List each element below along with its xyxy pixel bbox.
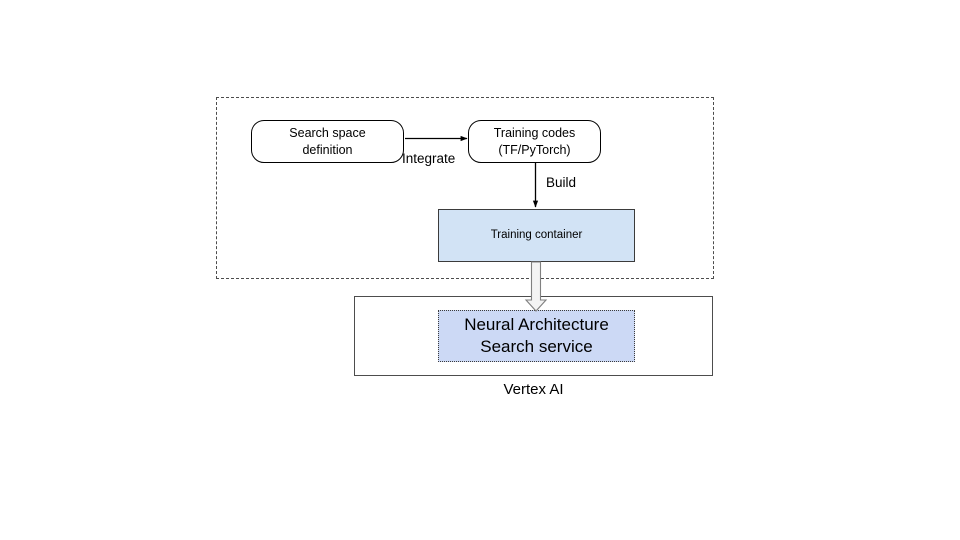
edge-label-integrate: Integrate: [402, 151, 456, 166]
node-training-codes-label-line2: (TF/PyTorch): [498, 142, 571, 157]
node-search-space-definition[interactable]: Search space definition: [251, 120, 404, 163]
dashed-group-container: [216, 97, 714, 279]
vertex-ai-caption: Vertex AI: [503, 381, 564, 398]
node-search-space-label-line2: definition: [302, 142, 353, 157]
node-neural-architecture-search-service[interactable]: Neural Architecture Search service: [438, 310, 635, 362]
node-training-codes-label-line1: Training codes: [493, 125, 576, 140]
node-training-container-label: Training container: [490, 228, 583, 241]
edge-label-build: Build: [546, 175, 577, 190]
node-search-space-label-line1: Search space: [289, 125, 366, 140]
node-nas-label-line1: Neural Architecture: [464, 315, 609, 335]
node-training-container[interactable]: Training container: [438, 209, 635, 262]
node-training-codes[interactable]: Training codes (TF/PyTorch): [468, 120, 601, 163]
node-nas-label-line2: Search service: [480, 337, 593, 356]
